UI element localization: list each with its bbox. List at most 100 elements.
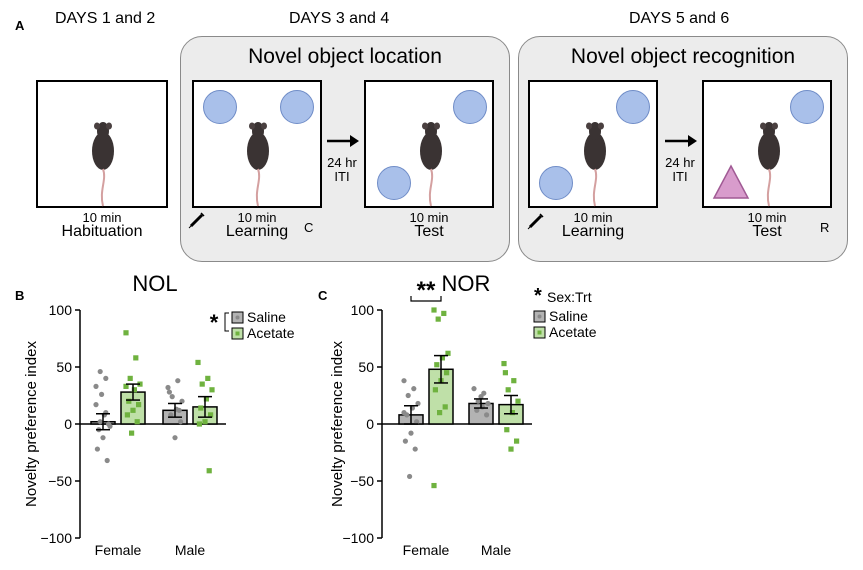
data-point	[514, 438, 520, 444]
nor-learning-caption: 10 min Learning	[528, 210, 658, 240]
days-1-2-label: DAYS 1 and 2	[55, 10, 156, 27]
data-point	[515, 398, 521, 404]
nol-learning-label: Learning	[225, 223, 289, 240]
data-point	[136, 402, 142, 408]
data-point	[484, 412, 490, 418]
data-point	[178, 419, 184, 425]
habituation-duration: 10 min	[82, 210, 122, 225]
data-point	[134, 419, 140, 425]
data-point	[408, 430, 414, 436]
data-point	[209, 387, 215, 393]
y-tick-label: 100	[351, 302, 375, 318]
object-circle-right	[280, 90, 314, 124]
data-point	[501, 360, 507, 367]
nor-learning-arena	[528, 80, 658, 208]
novel-object-triangle-icon	[712, 164, 750, 199]
legend-marker	[537, 314, 542, 319]
y-tick-label: −100	[40, 530, 72, 546]
object-circle-top	[616, 90, 650, 124]
data-point	[439, 355, 445, 361]
data-point	[172, 435, 178, 441]
mouse-icon	[584, 122, 606, 207]
data-point	[432, 387, 438, 393]
nol-corner-letter: C	[304, 220, 314, 235]
data-point	[106, 421, 112, 427]
data-point	[504, 427, 510, 433]
y-tick-label: 0	[64, 416, 72, 432]
nor-iti-hours: 24 hr	[665, 155, 695, 170]
data-point	[471, 386, 477, 392]
data-point	[402, 438, 408, 444]
data-point	[124, 412, 130, 418]
chart-title: NOR	[442, 271, 491, 296]
data-point	[502, 370, 508, 376]
data-point	[434, 362, 440, 368]
data-point	[444, 370, 450, 376]
object-circle-left	[203, 90, 237, 124]
data-point	[166, 389, 172, 395]
data-point	[93, 402, 99, 408]
days-5-6-label: DAYS 5 and 6	[629, 10, 730, 27]
nol-test-duration: 10 min	[409, 210, 449, 225]
data-point	[412, 446, 418, 452]
significance-stars: **	[417, 277, 436, 304]
data-point	[206, 468, 212, 474]
data-point	[126, 398, 132, 404]
nor-learning-duration: 10 min	[573, 210, 613, 225]
mouse-icon	[247, 122, 269, 207]
data-point	[414, 419, 420, 425]
syringe-icon	[527, 213, 544, 230]
data-point	[202, 419, 208, 425]
nol-iti-hours: 24 hr	[327, 155, 357, 170]
data-point	[195, 359, 201, 366]
data-point	[123, 383, 129, 389]
data-point	[103, 375, 109, 381]
data-point	[198, 405, 204, 411]
chart-title: NOL	[132, 271, 177, 296]
mouse-icon	[420, 122, 442, 207]
y-tick-label: 100	[49, 302, 73, 318]
panel-c-letter: C	[318, 288, 328, 303]
data-point	[508, 446, 514, 452]
habituation-label: Habituation	[61, 223, 143, 240]
category-label: Male	[175, 542, 206, 558]
object-circle-familiar	[453, 90, 487, 124]
data-point	[127, 375, 133, 381]
data-point	[93, 383, 99, 389]
legend-label: Saline	[549, 308, 588, 324]
y-tick-label: −100	[342, 530, 374, 546]
data-point	[431, 482, 437, 489]
data-point	[509, 410, 515, 416]
data-point	[123, 330, 129, 336]
legend-bracket	[224, 312, 229, 332]
legend-label: Acetate	[549, 324, 597, 340]
data-point	[415, 400, 421, 407]
nol-iti: 24 hr ITI	[316, 156, 368, 184]
habituation-arena	[36, 80, 168, 208]
data-point	[203, 396, 209, 402]
data-point	[401, 410, 407, 416]
y-tick-label: 50	[358, 359, 374, 375]
significance-bracket	[410, 296, 442, 302]
nol-learning-caption: 10 min Learning	[192, 210, 322, 240]
mouse-icon	[758, 122, 780, 207]
mouse-icon	[92, 122, 114, 207]
data-point	[130, 407, 136, 413]
nol-learning-duration: 10 min	[237, 210, 277, 225]
data-point	[175, 378, 181, 384]
data-point	[97, 419, 103, 425]
nol-test-caption: 10 min Test	[364, 210, 494, 240]
data-point	[431, 307, 437, 313]
data-point	[131, 387, 137, 393]
data-point	[407, 473, 413, 480]
data-point	[100, 435, 106, 441]
data-point	[169, 394, 175, 400]
y-tick-label: −50	[48, 473, 72, 489]
data-point	[442, 404, 448, 410]
interaction-star: *	[534, 285, 542, 307]
data-point	[505, 387, 511, 393]
y-tick-label: −50	[350, 473, 374, 489]
syringe-icon	[188, 212, 205, 229]
data-point	[168, 412, 174, 418]
